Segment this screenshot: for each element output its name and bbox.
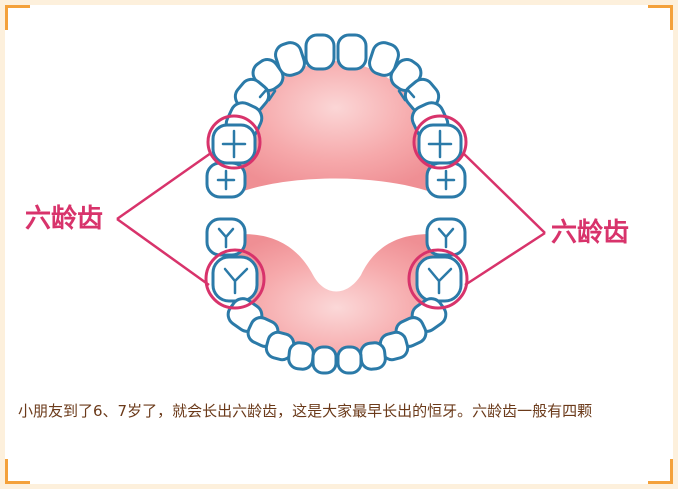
tooth-lower — [311, 345, 338, 375]
tooth-upper — [274, 41, 306, 77]
teeth-diagram: 六龄齿 六龄齿 — [25, 33, 629, 375]
tooth-lower-molar-left — [211, 255, 259, 303]
label-left: 六龄齿 — [25, 203, 103, 234]
corner-bracket-bottom-right — [648, 459, 673, 484]
pointer-lines — [116, 151, 546, 287]
highlight-circle-lower-right — [407, 248, 469, 310]
corner-bracket-bottom-left — [5, 459, 30, 484]
pointer-line-right-upper — [462, 152, 546, 234]
pointer-line-left-upper — [116, 151, 212, 221]
corner-bracket-top-left — [5, 5, 30, 30]
highlight-circle-upper-right — [412, 114, 468, 170]
tooth-upper — [336, 33, 368, 71]
pointer-line-left-lower — [116, 217, 210, 287]
highlight-circle-lower-left — [204, 248, 266, 310]
upper-gum — [232, 61, 440, 195]
highlight-circles — [204, 114, 469, 310]
lower-gum — [229, 234, 444, 357]
caption-text: 小朋友到了6、7岁了，就会长出六龄齿，这是大家最早长出的恒牙。六龄齿一般有四颗 — [18, 402, 593, 420]
label-right: 六龄齿 — [551, 217, 629, 248]
tooth-lower — [287, 341, 315, 371]
tooth-upper — [368, 41, 400, 77]
card: 六龄齿 六龄齿 小朋友到了6、7岁了，就会长出六龄齿，这是大家最早长出的恒牙。六… — [5, 5, 673, 484]
pointer-line-right-lower — [464, 231, 546, 287]
corner-bracket-top-right — [648, 5, 673, 30]
tooth-lower-molar-right — [415, 255, 463, 303]
tooth-upper — [304, 33, 336, 71]
tooth-lower — [336, 345, 363, 375]
molar-markings — [216, 87, 456, 295]
tooth-lower — [359, 341, 387, 371]
highlight-circle-upper-left — [206, 114, 262, 170]
